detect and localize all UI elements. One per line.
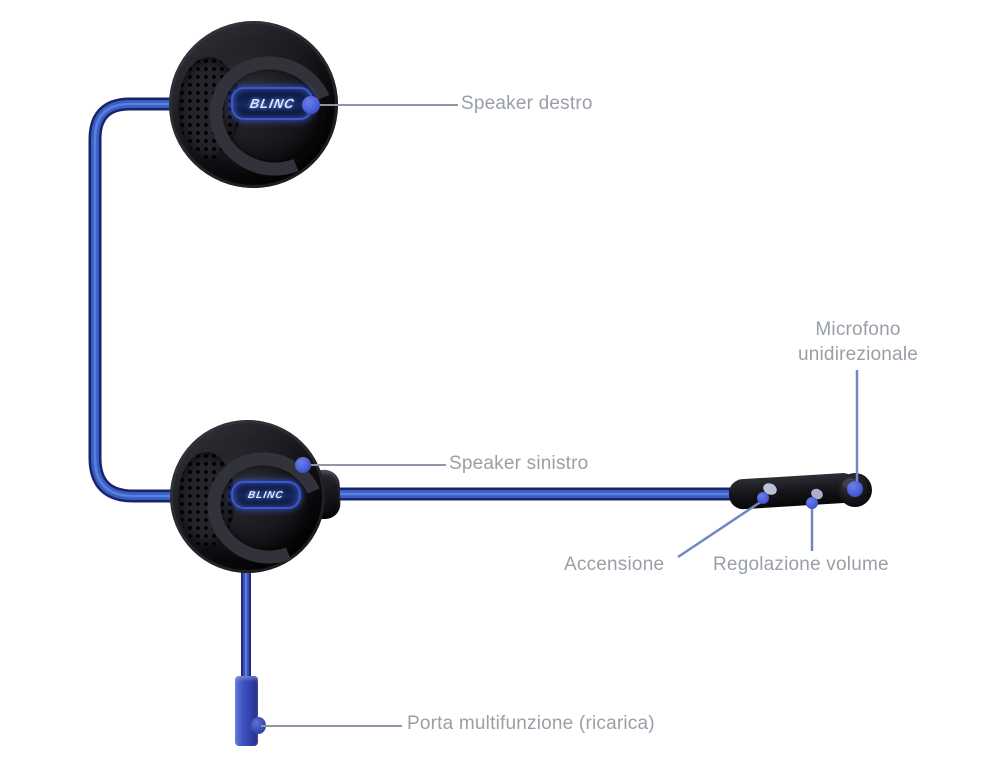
brand-badge: BLINC — [231, 87, 313, 120]
brand-badge-text: BLINC — [247, 489, 285, 501]
leader-power — [677, 499, 763, 559]
label-port: Porta multifunzione (ricarica) — [407, 713, 655, 734]
speaker-left: BLINC — [170, 420, 342, 582]
label-microphone: Microfono unidirezionale — [797, 319, 919, 366]
label-speaker-left: Speaker sinistro — [449, 453, 589, 474]
label-power: Accensione — [564, 554, 665, 575]
speaker-grille — [178, 452, 235, 547]
label-speaker-right: Speaker destro — [461, 93, 593, 114]
brand-badge-text: BLINC — [248, 96, 296, 111]
charging-connector — [235, 676, 258, 746]
charging-connector-nub — [251, 717, 266, 734]
label-volume: Regolazione volume — [713, 554, 889, 575]
callout-dot-speaker-right — [302, 96, 320, 114]
speaker-right: BLINC — [169, 21, 353, 195]
speaker-grille — [178, 57, 240, 159]
callout-dot-microphone — [847, 481, 863, 497]
volume-button-dot — [806, 497, 818, 509]
brand-badge: BLINC — [231, 481, 301, 509]
power-button-dot — [757, 492, 769, 504]
callout-dot-speaker-left — [295, 457, 311, 473]
